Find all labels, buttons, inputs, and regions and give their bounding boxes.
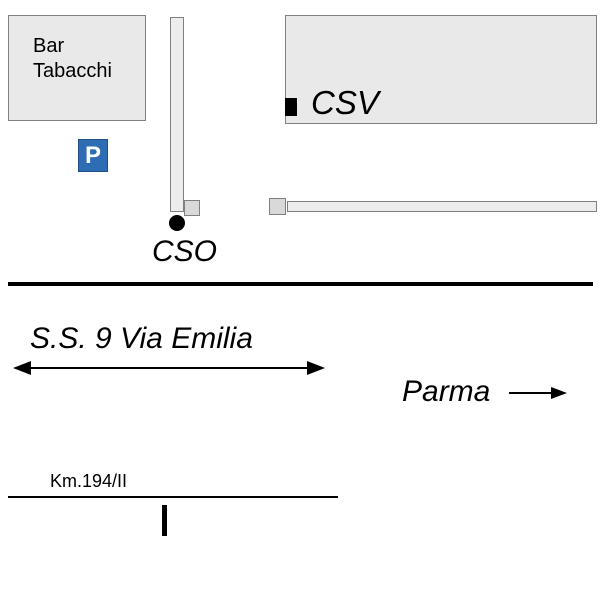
side-road-horizontal-endpoint: [269, 198, 286, 215]
building-bar-tabacchi: Bar Tabacchi: [8, 15, 146, 121]
km-marker-tick: [162, 505, 167, 536]
side-road-horizontal: [287, 201, 597, 212]
main-road-line: [8, 282, 593, 286]
csv-entrance-marker: [285, 98, 297, 116]
side-road-vertical: [170, 17, 184, 212]
direction-label: Parma: [402, 375, 491, 408]
km-marker-line: [8, 496, 338, 498]
two-way-arrow-icon: [13, 361, 325, 375]
right-arrow-icon: [509, 387, 567, 399]
building-csv: CSV: [285, 15, 597, 124]
parking-sign-icon: P: [78, 139, 108, 172]
cso-label: CSO: [152, 235, 218, 268]
km-marker-label: Km.194/II: [50, 471, 128, 491]
bar-tabacchi-label: Bar Tabacchi: [33, 35, 112, 82]
road-name-label: S.S. 9 Via Emilia: [30, 322, 253, 355]
cso-point-marker: [169, 215, 185, 231]
side-road-vertical-endpoint: [184, 200, 200, 216]
csv-label: CSV: [311, 84, 379, 121]
parking-sign-label: P: [84, 141, 101, 169]
